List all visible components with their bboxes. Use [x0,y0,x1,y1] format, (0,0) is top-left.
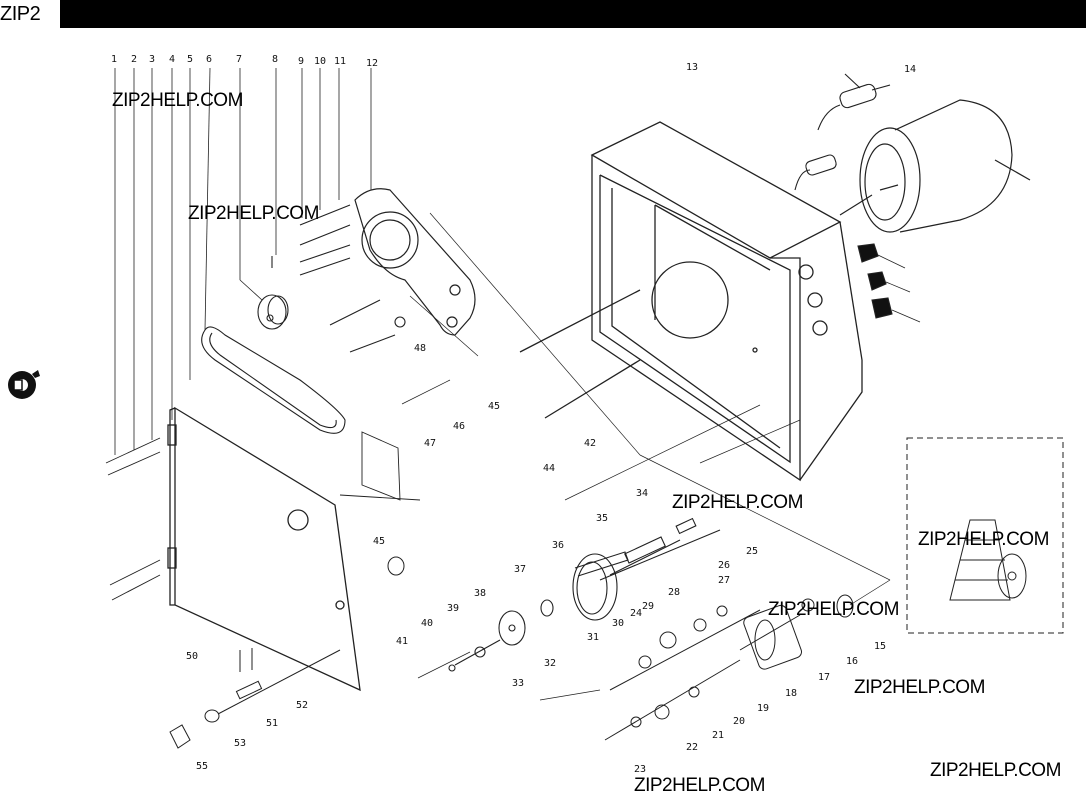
part-number: 53 [234,738,247,749]
part-number: 28 [668,587,681,598]
part-number: 48 [414,343,427,354]
watermark: ZIP2HELP.COM [112,90,243,111]
gear-train [448,517,721,672]
part-number: 8 [272,54,279,65]
part-number: 31 [587,632,600,643]
panel-screws [105,437,161,601]
watermark: ZIP2HELP.COM [188,203,319,224]
header-watermark: ZIP2 [0,3,41,25]
part-number: 26 [718,560,731,571]
part-number: 40 [421,618,434,629]
top-leader-lines [114,67,372,455]
top-bar-fill [60,0,1086,28]
part-number: 15 [874,641,887,652]
part-number: 22 [686,742,699,753]
part-number: 41 [396,636,409,647]
guide-lines [401,212,891,701]
part-number: 7 [236,54,243,65]
part-number: 38 [474,588,487,599]
part-number: 42 [584,438,597,449]
part-number: 50 [186,651,199,662]
part-number: 17 [818,672,831,683]
guard-square [339,431,421,501]
watermark: ZIP2HELP.COM [768,599,899,620]
part-number: 25 [746,546,759,557]
side-cover-panel [167,406,361,692]
part-number: 9 [298,56,305,67]
lower-shafts [604,594,854,741]
bushings [857,243,893,319]
part-number: 47 [424,438,437,449]
part-number: 45 [488,401,501,412]
part-number: 1 [111,54,118,65]
part-number: 20 [733,716,746,727]
part-number: 51 [266,718,279,729]
part-number: 14 [904,64,917,75]
inset-detail [906,437,1064,634]
part-number: 30 [612,618,625,629]
part-number: 39 [447,603,460,614]
part-number: 18 [785,688,798,699]
part-number: 10 [314,56,327,67]
gear-icon [8,370,40,399]
part-number: 27 [718,575,731,586]
part-number: 52 [296,700,309,711]
part-number: 29 [642,601,655,612]
watermark: ZIP2HELP.COM [634,775,765,796]
part-number: 23 [634,764,647,775]
part-number: 45 [373,536,386,547]
part-number: 3 [149,54,156,65]
pulley-and-belt [201,256,346,434]
bracket-bolts [299,204,406,353]
motor [839,99,1031,233]
lower-left-hardware [169,556,405,749]
top-bar: ZIP2 [0,0,1086,28]
part-number: 32 [544,658,557,669]
capacitors [794,73,891,191]
part-number: 36 [552,540,565,551]
part-number: 5 [187,54,194,65]
part-number: 37 [514,564,527,575]
part-number: 46 [453,421,466,432]
motor-bracket [354,188,476,336]
part-number: 33 [512,678,525,689]
watermark: ZIP2HELP.COM [672,492,803,513]
part-number: 4 [169,54,176,65]
part-number: 11 [334,56,347,67]
part-number: 19 [757,703,770,714]
part-number: 12 [366,58,379,69]
part-number: 44 [543,463,556,474]
watermark: ZIP2HELP.COM [918,529,1049,550]
part-number: 6 [206,54,213,65]
watermark: ZIP2HELP.COM [930,760,1061,781]
part-number: 34 [636,488,649,499]
watermark: ZIP2HELP.COM [854,677,985,698]
part-number: 24 [630,608,643,619]
part-number: 2 [131,54,138,65]
part-number: 35 [596,513,609,524]
part-number: 21 [712,730,725,741]
part-number: 16 [846,656,859,667]
part-number: 55 [196,761,209,772]
part-number: 13 [686,62,699,73]
motor-housing [519,121,863,482]
